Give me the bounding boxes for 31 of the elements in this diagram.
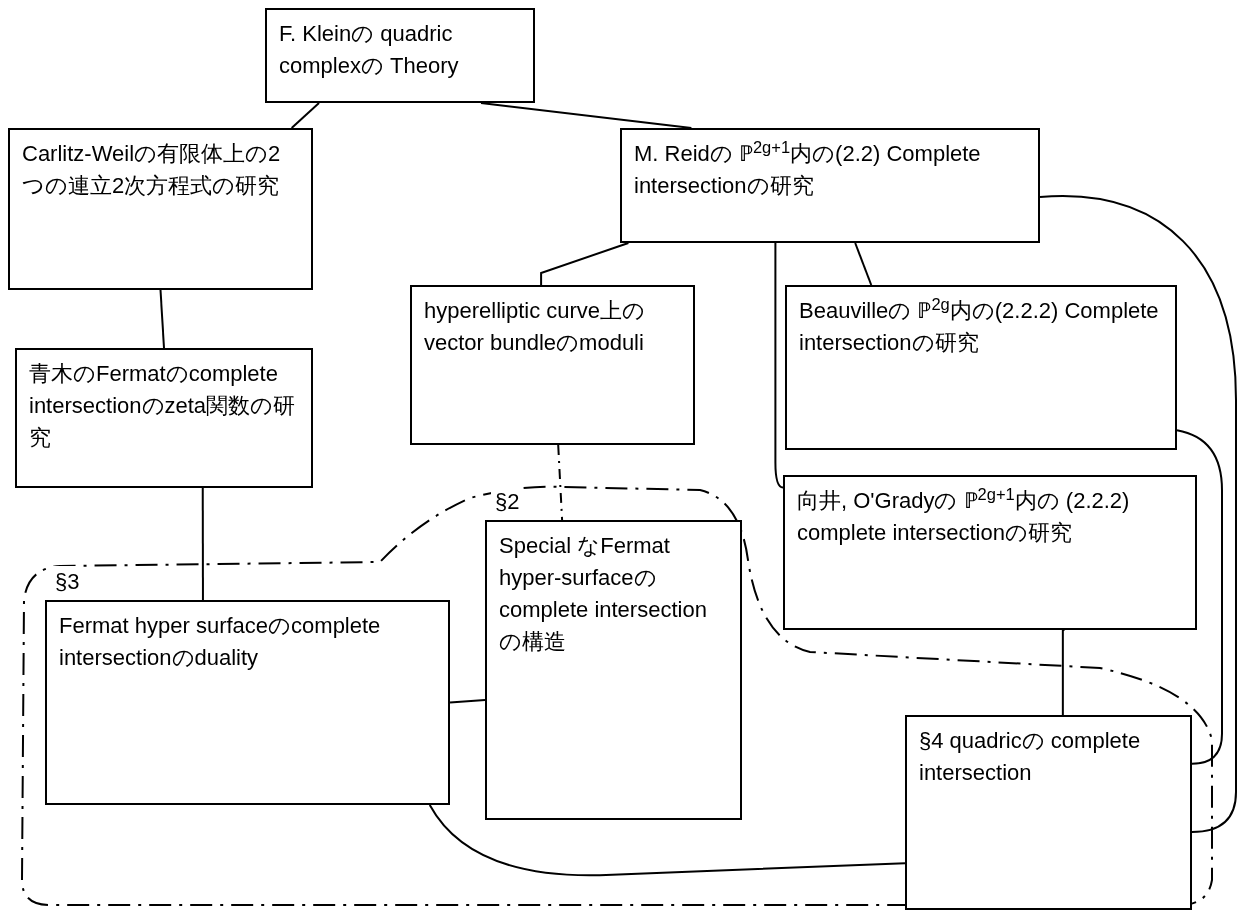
connector-line [201, 487, 204, 601]
connector-line [1176, 429, 1223, 765]
connector-line [774, 242, 784, 489]
connector-line [428, 804, 906, 877]
note-box [410, 285, 695, 445]
box-text: F. Kleinの quadric complexの Theory [279, 20, 460, 80]
connector-line [854, 242, 873, 286]
note-box [8, 128, 313, 290]
box-text: Beauvilleの ℙ$^{2g}$内の(2.2.2) Complete intersectionの研究 [799, 295, 1160, 357]
note-box [905, 715, 1192, 910]
note-box [620, 128, 1040, 243]
box-text: M. Reidの ℙ$^{2g+1}$内の(2.2) Complete intersectionの研究 [634, 138, 982, 200]
box-text: Special なFermat hyper-surfaceのcomplete intersectionの構造 [499, 532, 708, 656]
connector-line [290, 102, 320, 129]
connector-line [480, 102, 693, 129]
note-box [15, 348, 313, 488]
connector-line [540, 242, 630, 286]
box-text: Carlitz-Weilの有限体上の2つの連立2次方程式の研究 [22, 140, 282, 200]
note-box [265, 8, 535, 103]
box-text: hyperelliptic curve上のvector bundleのmoduli [424, 297, 647, 357]
box-text: §4 quadricの complete intersection [919, 727, 1142, 787]
note-box [785, 285, 1177, 450]
dashed-connector [557, 444, 564, 521]
note-box [783, 475, 1197, 630]
connector-line [1039, 195, 1237, 833]
connector-line [449, 699, 486, 704]
box-text: Fermat hyper surfaceのcomplete intersectionのduality [59, 612, 382, 672]
connector-line [159, 289, 165, 349]
connector-line [1061, 629, 1066, 716]
box-text: 向井, O'Gradyの ℙ$^{2g+1}$内の (2.2.2) complete intersectionの研究 [797, 485, 1131, 547]
box-text: 青木のFermatのcomplete intersectionのzeta関数の研究 [29, 360, 297, 452]
